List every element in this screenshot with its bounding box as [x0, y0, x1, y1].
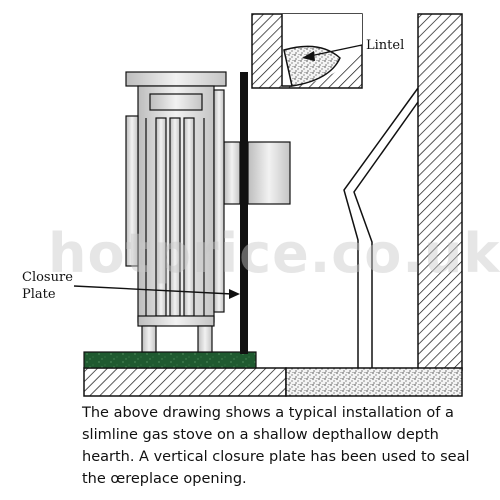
chimney-wall: [417, 13, 463, 371]
installation-diagram: [73, 13, 463, 397]
fireplace-flue-outline: [343, 87, 419, 368]
lintel-label: Lintel: [366, 38, 405, 53]
caption-line: hearth. A vertical closure plate has bee…: [82, 449, 470, 465]
watermark: hotprice.co.uk: [48, 222, 500, 285]
closure-label-line2: Plate: [22, 287, 56, 302]
flue-spigot: [223, 141, 291, 205]
caption: The above drawing shows a typical instal…: [82, 402, 492, 490]
caption-line: The above drawing shows a typical instal…: [82, 405, 454, 421]
gas-stove: [125, 71, 227, 353]
closure-plate-arrow: [73, 285, 240, 299]
caption-line: the œreplace opening.: [82, 471, 247, 487]
hearth-base: [83, 367, 463, 397]
green-hearth-slab: [83, 351, 257, 369]
closure-label-line1: Closure: [22, 270, 73, 285]
lintel-arrow: [302, 44, 363, 61]
closure-plate: [240, 72, 248, 354]
caption-line: slimline gas stove on a shallow depthall…: [82, 427, 439, 443]
lintel-block: [251, 13, 363, 89]
